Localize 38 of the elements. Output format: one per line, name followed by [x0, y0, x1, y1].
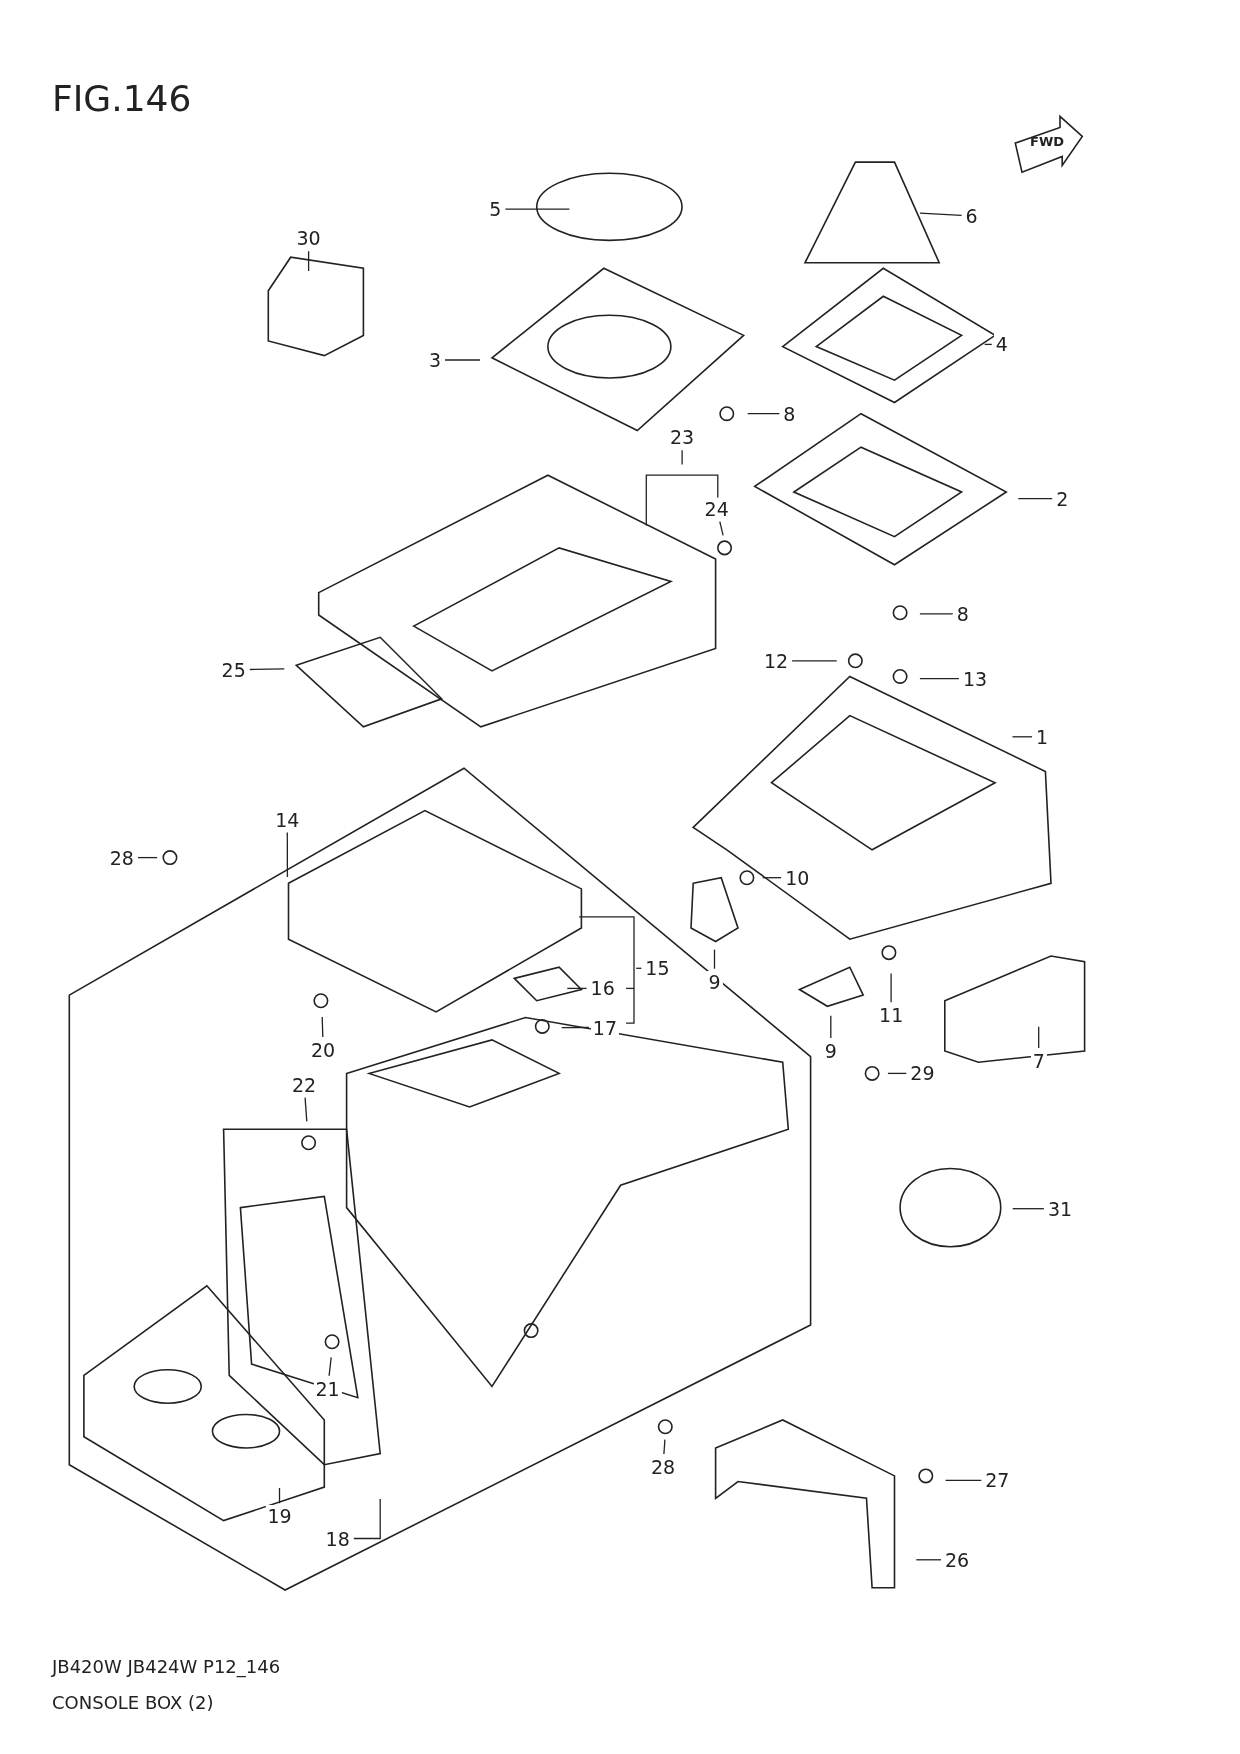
leader-line	[887, 1072, 907, 1075]
leader-line	[919, 613, 954, 615]
leader-line	[1012, 1208, 1045, 1210]
model-code: JB420W JB424W P12_146	[52, 1656, 281, 1677]
leader-line	[561, 1026, 590, 1029]
leader-line	[719, 521, 724, 536]
leader-line	[1038, 1026, 1040, 1049]
leader-line	[286, 831, 289, 878]
leader-line	[944, 1479, 982, 1482]
leader-line	[444, 359, 481, 361]
leader-line	[890, 972, 892, 1003]
leader-line	[681, 449, 683, 466]
leader-line	[249, 668, 285, 671]
leader-line	[307, 250, 310, 272]
leader-line	[635, 967, 643, 969]
direction-label: FWD	[1030, 134, 1064, 149]
figure-title: FIG.146	[52, 78, 192, 119]
leader-line	[915, 1559, 942, 1561]
leader-line	[321, 1016, 324, 1038]
leader-line	[984, 343, 993, 346]
leader-line	[566, 987, 588, 990]
leader-line	[278, 1487, 281, 1504]
leader-line	[353, 1498, 381, 1540]
leader-line	[830, 1015, 832, 1039]
leader-line	[137, 856, 158, 859]
figure-caption: CONSOLE BOX (2)	[52, 1692, 214, 1713]
leader-line	[713, 948, 716, 970]
leader-line	[762, 877, 782, 879]
leader-line	[919, 212, 963, 216]
leader-line	[1017, 498, 1053, 500]
leader-line	[304, 1096, 308, 1123]
leader-line	[1011, 736, 1033, 738]
leader-line	[663, 1438, 666, 1455]
leader-line	[747, 413, 780, 415]
leader-line	[328, 1356, 332, 1377]
leader-line	[504, 208, 571, 210]
leader-line	[791, 660, 838, 662]
leader-line	[919, 678, 960, 680]
